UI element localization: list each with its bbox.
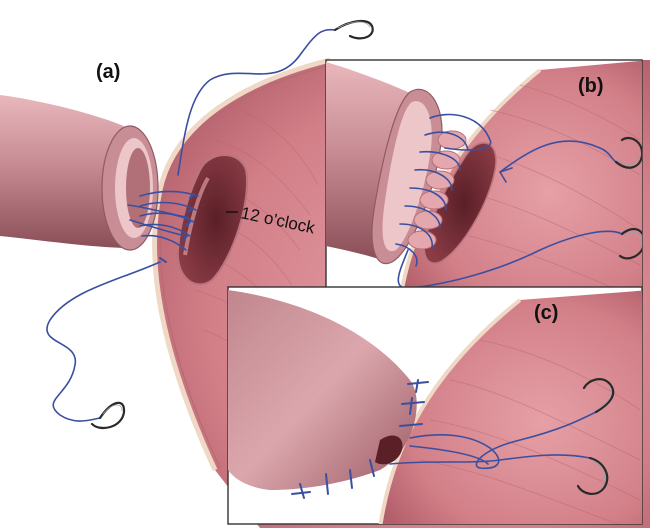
tube-c-body <box>228 290 417 490</box>
curved-suture-needle-icon <box>582 378 615 414</box>
panel-c: (c) <box>227 286 643 525</box>
sutures-c <box>291 379 597 499</box>
panel-a-label: (a) <box>96 61 120 83</box>
panel-b-label: (b) <box>578 75 604 97</box>
tissue-c-fibers <box>419 339 641 524</box>
curved-suture-needle-icon <box>333 20 374 40</box>
curved-suture-needle-icon <box>576 456 609 495</box>
tube-a-body <box>0 95 130 248</box>
stitch-marks-a <box>159 193 195 263</box>
curved-suture-needle-icon <box>90 401 126 430</box>
panel-b: (b) <box>325 59 643 297</box>
sutures-a <box>46 28 336 422</box>
panel-c-label: (c) <box>534 302 558 324</box>
tube-a-lumen <box>126 148 150 228</box>
sutures-b <box>395 113 623 289</box>
tissue-opening-rim <box>183 176 210 256</box>
tube-b-inner <box>382 101 432 252</box>
tube-c-shadow <box>375 435 403 465</box>
tissue-c-edge <box>378 298 522 524</box>
tissue-opening <box>176 154 248 286</box>
curved-suture-needle-icon <box>614 136 642 169</box>
tissue-wall-edge <box>152 57 331 472</box>
curved-suture-needle-icon <box>618 227 642 260</box>
